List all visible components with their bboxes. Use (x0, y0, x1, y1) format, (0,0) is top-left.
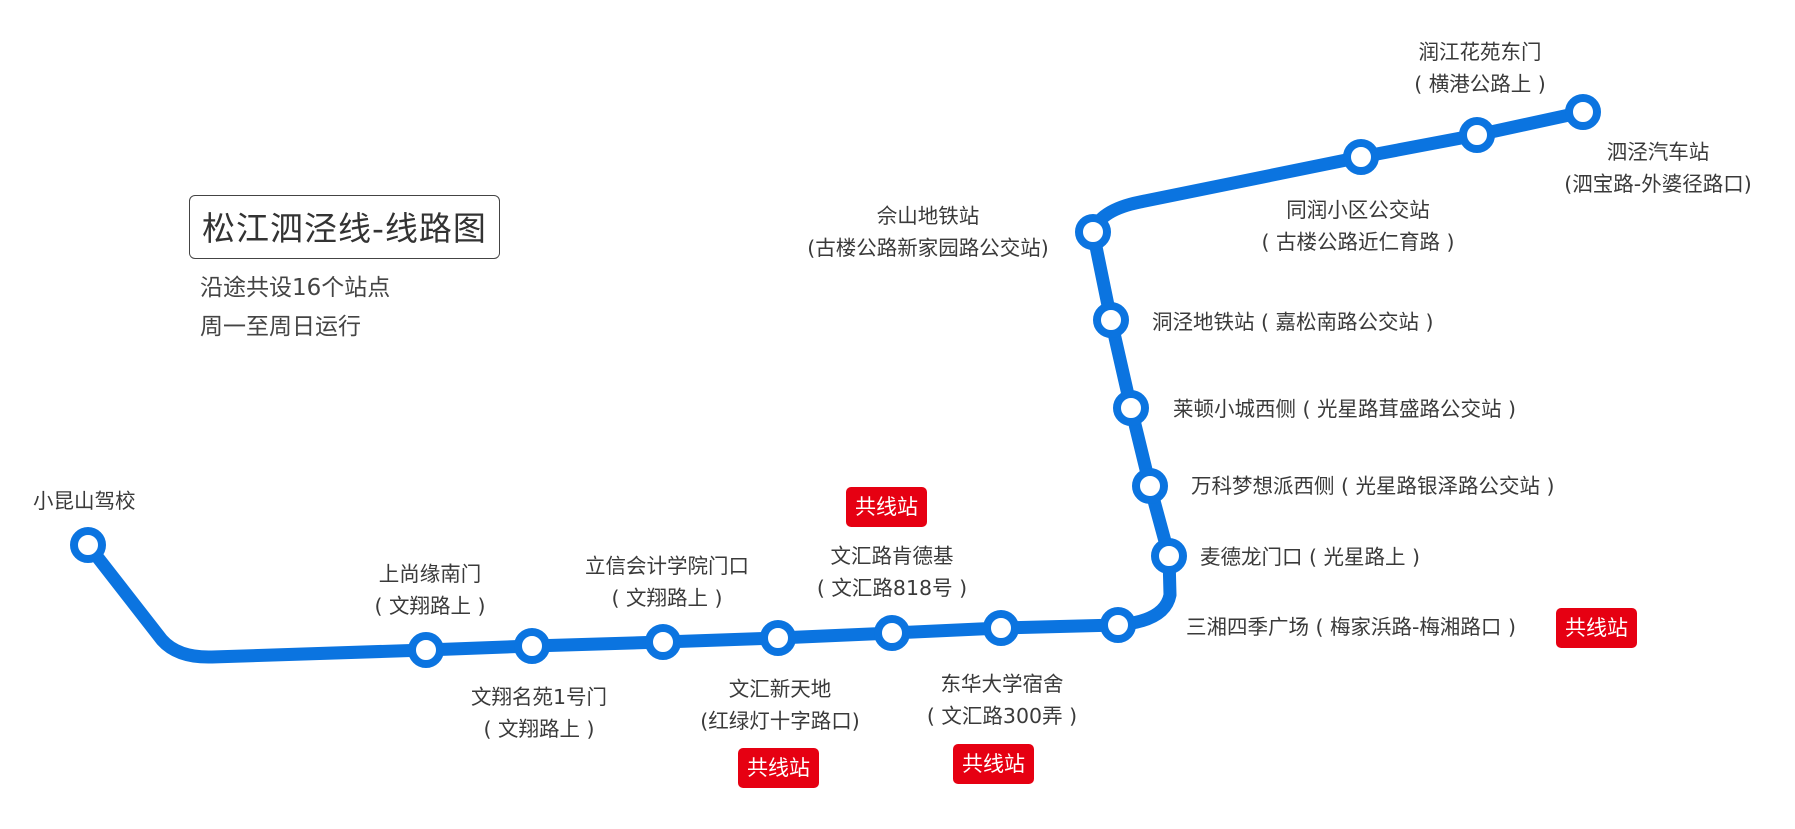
station-name: 上尚缘南门 (378, 562, 482, 586)
station-label-13: 同润小区公交站 ( 古楼公路近仁育路 ) (1261, 194, 1454, 258)
shared-station-badge-wenhui-kfc: 共线站 (846, 487, 927, 527)
station-label-9: 万科梦想派西侧 ( 光星路银泽路公交站 ) (1191, 470, 1555, 502)
station-label-8: 麦德龙门口 ( 光星路上 ) (1200, 541, 1420, 573)
station-sub: ( 文翔路上 ) (374, 594, 486, 618)
station-marker-2 (514, 628, 550, 664)
station-sub: ( 文翔路上 ) (483, 717, 595, 741)
station-sub: (红绿灯十字路口) (700, 709, 860, 733)
station-marker-1 (408, 632, 444, 668)
station-name: 万科梦想派西侧 ( 光星路银泽路公交站 ) (1191, 474, 1555, 498)
station-marker-11 (1093, 302, 1129, 338)
route-line (81, 105, 1590, 664)
station-label-3: 立信会计学院门口 ( 文翔路上 ) (585, 550, 749, 614)
station-marker-0 (70, 527, 106, 563)
station-sub: (古楼公路新家园路公交站) (807, 236, 1049, 260)
station-sub: ( 文翔路上 ) (611, 586, 723, 610)
station-marker-3 (645, 624, 681, 660)
station-name: 东华大学宿舍 (940, 672, 1064, 696)
station-label-7: 三湘四季广场 ( 梅家浜路-梅湘路口 ) (1186, 611, 1516, 643)
station-marker-7 (1100, 607, 1136, 643)
station-sub: ( 文汇路818号 ) (816, 576, 968, 600)
shared-station-badge-wenhui-xintiandi: 共线站 (738, 748, 819, 788)
station-label-15: 泗泾汽车站 (泗宝路-外婆径路口) (1564, 136, 1751, 200)
station-name: 佘山地铁站 (876, 204, 980, 228)
station-label-12: 佘山地铁站 (古楼公路新家园路公交站) (807, 200, 1049, 264)
station-label-2: 文翔名苑1号门 ( 文翔路上 ) (471, 681, 607, 745)
station-marker-12 (1075, 214, 1111, 250)
station-name: 文翔名苑1号门 (470, 685, 608, 709)
subtitle-stations-count: 沿途共设16个站点 (200, 275, 391, 301)
station-name: 小昆山驾校 (33, 489, 136, 513)
station-marker-6 (983, 610, 1019, 646)
station-label-0: 小昆山驾校 (33, 485, 136, 517)
station-marker-10 (1113, 390, 1149, 426)
station-marker-9 (1132, 468, 1168, 504)
station-name: 三湘四季广场 ( 梅家浜路-梅湘路口 ) (1186, 615, 1516, 639)
station-marker-8 (1151, 538, 1187, 574)
station-sub: ( 横港公路上 ) (1414, 72, 1546, 96)
station-label-5: 文汇路肯德基 ( 文汇路818号 ) (817, 540, 967, 604)
station-marker-13 (1343, 139, 1379, 175)
station-label-6: 东华大学宿舍 ( 文汇路300弄 ) (927, 668, 1077, 732)
station-sub: ( 古楼公路近仁育路 ) (1261, 230, 1455, 254)
station-label-4: 文汇新天地 (红绿灯十字路口) (700, 673, 860, 737)
station-sub: ( 文汇路300弄 ) (926, 704, 1078, 728)
station-marker-4 (760, 620, 796, 656)
subtitle-schedule: 周一至周日运行 (200, 314, 361, 340)
station-label-14: 润江花苑东门 ( 横港公路上 ) (1414, 36, 1546, 100)
shared-station-badge-donghua: 共线站 (953, 744, 1034, 784)
station-name: 洞泾地铁站 ( 嘉松南路公交站 ) (1152, 310, 1434, 334)
station-name: 润江花苑东门 (1418, 40, 1542, 64)
stations-layer (70, 94, 1601, 668)
station-marker-15 (1565, 94, 1601, 130)
station-name: 立信会计学院门口 (585, 554, 749, 578)
station-sub: (泗宝路-外婆径路口) (1564, 172, 1752, 196)
station-label-11: 洞泾地铁站 ( 嘉松南路公交站 ) (1152, 306, 1434, 338)
station-name: 莱顿小城西侧 ( 光星路茸盛路公交站 ) (1173, 397, 1517, 421)
station-label-1: 上尚缘南门 ( 文翔路上 ) (374, 558, 485, 622)
station-name: 文汇新天地 (728, 677, 832, 701)
station-marker-14 (1459, 117, 1495, 153)
station-marker-5 (874, 615, 910, 651)
station-name: 同润小区公交站 (1286, 198, 1430, 222)
shared-station-badge-sanxiang: 共线站 (1556, 608, 1637, 648)
station-label-10: 莱顿小城西侧 ( 光星路茸盛路公交站 ) (1173, 393, 1516, 425)
station-name: 文汇路肯德基 (830, 544, 954, 568)
station-name: 麦德龙门口 ( 光星路上 ) (1200, 545, 1421, 569)
map-title: 松江泗泾线-线路图 (189, 195, 500, 259)
station-name: 泗泾汽车站 (1606, 140, 1710, 164)
